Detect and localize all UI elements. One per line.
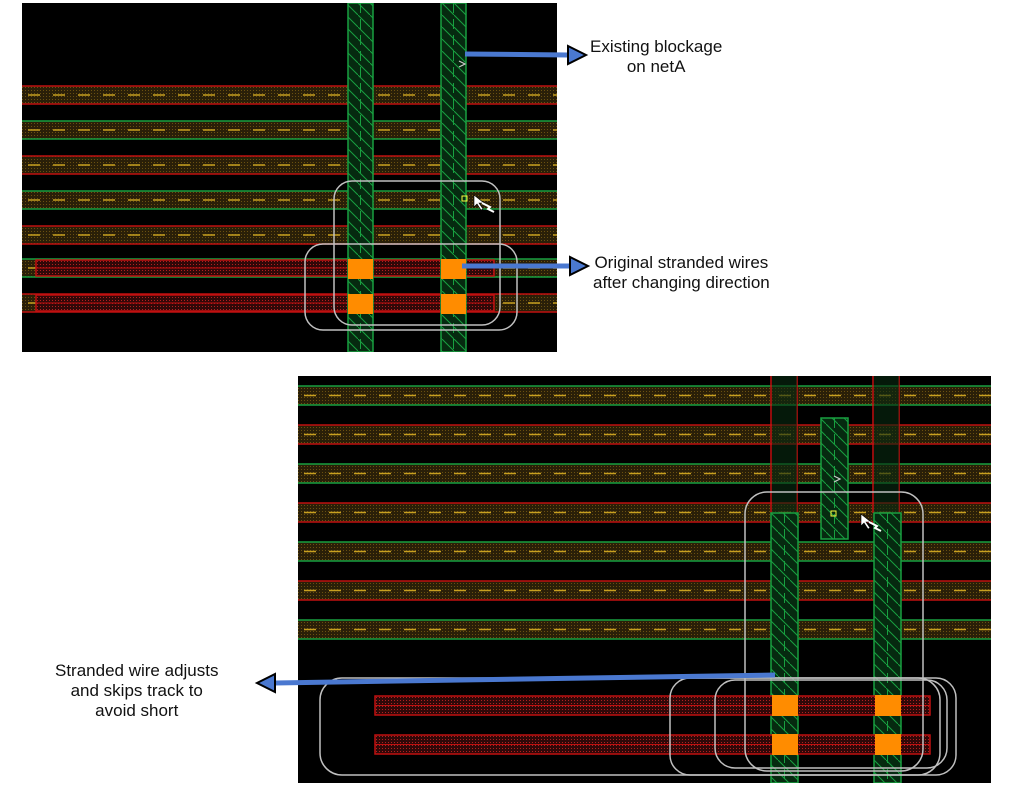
track bbox=[298, 620, 991, 639]
layout-canvas-after bbox=[298, 376, 991, 783]
track bbox=[298, 425, 991, 444]
via bbox=[348, 294, 373, 314]
selection-outline bbox=[744, 491, 924, 772]
via bbox=[875, 695, 901, 716]
callout-blockage: Existing blockage on netA bbox=[590, 37, 722, 77]
track bbox=[298, 386, 991, 405]
arrow-adjusts-head bbox=[254, 672, 276, 694]
via bbox=[772, 734, 798, 755]
callout-blockage-line1: Existing blockage bbox=[590, 37, 723, 56]
layout-view-before bbox=[22, 3, 557, 352]
callout-original-line2: after changing direction bbox=[593, 273, 770, 292]
via bbox=[772, 695, 798, 716]
blockage-region bbox=[772, 376, 797, 513]
via bbox=[875, 734, 901, 755]
callout-adjusts-line3: avoid short bbox=[95, 701, 179, 720]
track bbox=[298, 464, 991, 483]
selection-outline bbox=[304, 243, 518, 331]
arrow-original-head bbox=[569, 255, 591, 277]
blockage-region bbox=[874, 376, 899, 513]
selection-outline bbox=[669, 677, 957, 776]
drag-icon bbox=[481, 202, 495, 213]
track bbox=[298, 542, 991, 561]
blockage-marker bbox=[833, 475, 842, 483]
via bbox=[441, 259, 466, 279]
pin-marker bbox=[461, 195, 468, 202]
layout-canvas-before bbox=[22, 3, 557, 352]
blockage-marker bbox=[458, 60, 467, 68]
callout-adjusts-line2: and skips track to bbox=[70, 681, 203, 700]
track bbox=[298, 581, 991, 600]
selection-outline bbox=[319, 677, 941, 776]
callout-adjusts-line1: Stranded wire adjusts bbox=[55, 661, 219, 680]
callout-blockage-line2: on netA bbox=[626, 57, 686, 76]
layout-view-after bbox=[298, 376, 991, 783]
callout-original-line1: Original stranded wires bbox=[594, 253, 769, 272]
arrow-blockage-head bbox=[567, 44, 589, 66]
selection-outline bbox=[333, 180, 501, 326]
via bbox=[348, 259, 373, 279]
pin-marker bbox=[830, 510, 837, 517]
via bbox=[441, 294, 466, 314]
track bbox=[298, 503, 991, 522]
callout-original: Original stranded wires after changing d… bbox=[593, 253, 770, 293]
drag-icon bbox=[868, 521, 882, 532]
callout-adjusts: Stranded wire adjusts and skips track to… bbox=[55, 661, 218, 721]
selection-outline bbox=[714, 679, 948, 769]
